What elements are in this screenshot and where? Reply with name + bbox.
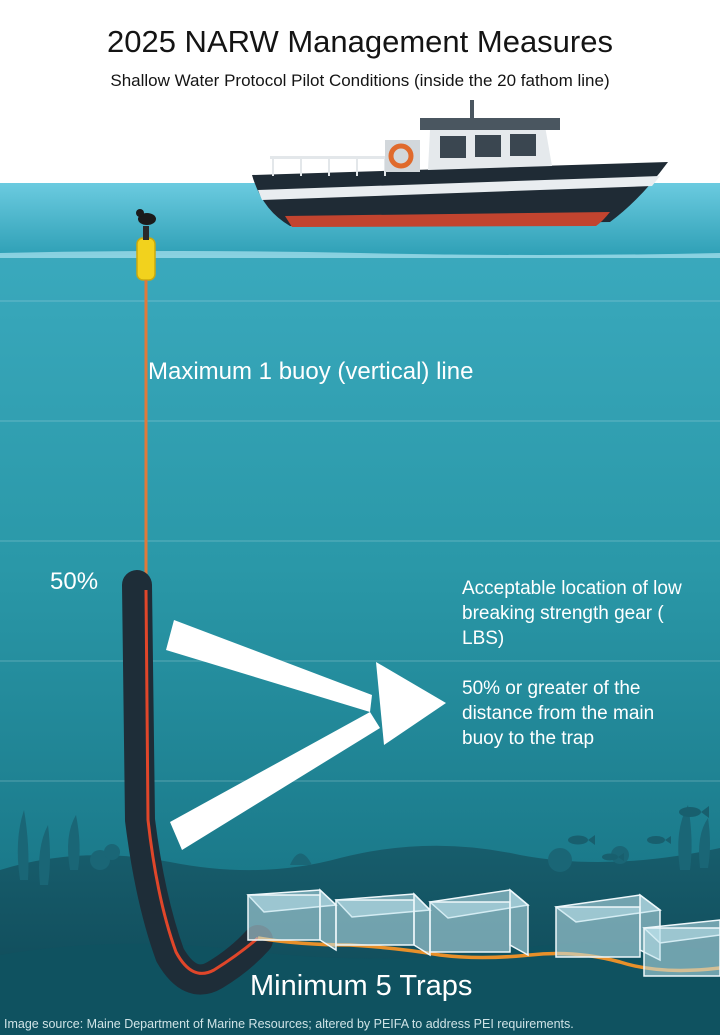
sky [0,0,720,183]
lbs-sleeve [122,570,273,995]
lbs-description: Acceptable location of low breaking stre… [462,576,682,751]
diagram-title: 2025 NARW Management Measures [106,24,613,59]
image-source-credit: Image source: Maine Department of Marine… [4,1017,574,1031]
trap [642,919,720,977]
seaweed-right [290,805,710,872]
buoy-line-label: Maximum 1 buoy (vertical) line [148,358,474,385]
buoy [136,209,156,281]
surface-line [0,251,720,258]
trap [428,888,530,957]
water-bands [0,300,720,782]
lbs-rope [144,589,259,975]
percent-marker-label: 50% [50,568,99,595]
fish-school [568,806,709,861]
pointer-arrow [166,620,446,850]
header: 2025 NARW Management Measures Shallow Wa… [0,0,720,190]
diagram-subtitle: Shallow Water Protocol Pilot Conditions … [110,71,610,90]
traps [246,888,720,977]
seaweed-left [17,810,120,885]
lbs-detail: 50% or greater of the distance from the … [462,678,655,749]
traps-label: Minimum 5 Traps [250,970,473,1002]
trap [334,892,432,957]
lbs-heading: Acceptable location of low breaking stre… [462,578,682,649]
fishing-boat [252,100,668,227]
